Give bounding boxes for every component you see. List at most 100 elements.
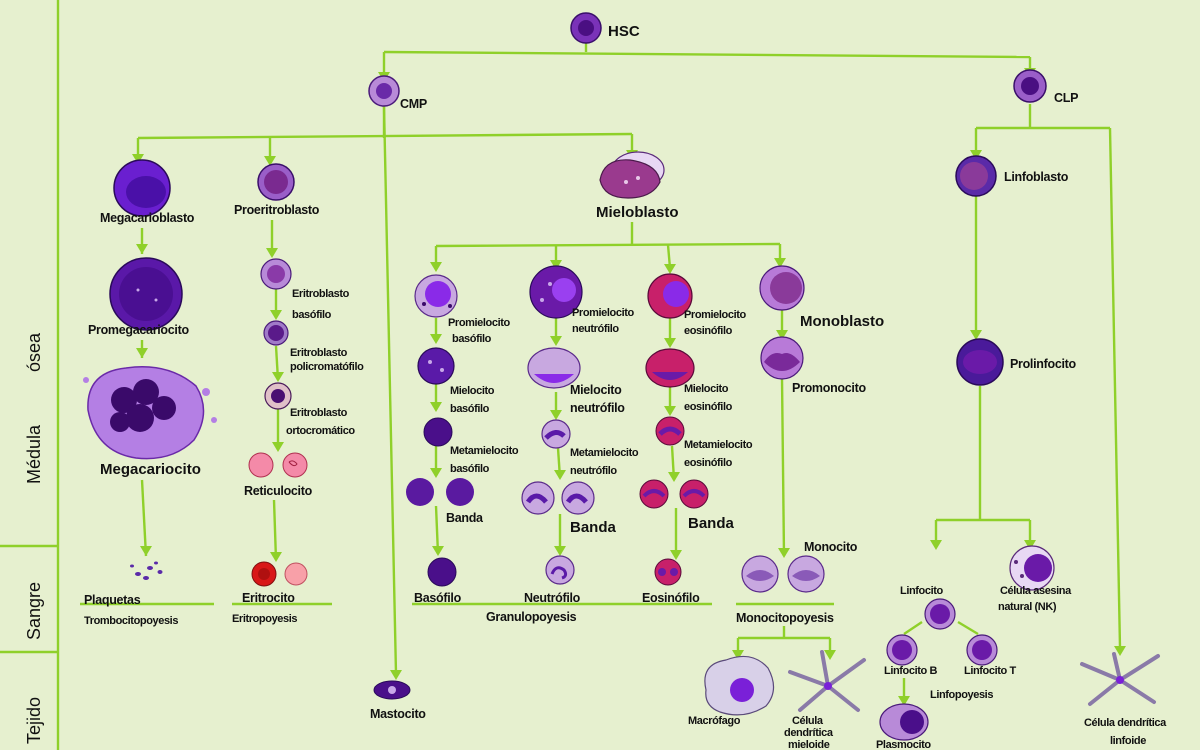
label-promielocito-eosinofilo-1: Promielocito bbox=[684, 309, 747, 321]
label-dendritica-linfoide-2: linfoide bbox=[1110, 735, 1146, 747]
label-prolinfocito: Prolinfocito bbox=[1010, 357, 1077, 371]
arrowhead bbox=[272, 442, 284, 452]
label-eritroblasto-ortocromatico-1: Eritroblasto bbox=[290, 407, 348, 419]
label-eritrocito: Eritrocito bbox=[242, 591, 295, 605]
label-neutrofilo: Neutrófilo bbox=[524, 591, 581, 605]
label-promonocito: Promonocito bbox=[792, 381, 866, 395]
arrowhead bbox=[774, 258, 786, 268]
cell-monoblasto bbox=[759, 265, 805, 311]
cell-nk bbox=[1009, 545, 1055, 591]
cell-promegacariocito bbox=[109, 257, 183, 331]
arrowhead bbox=[898, 696, 910, 706]
label-granulopoyesis: Granulopoyesis bbox=[486, 610, 577, 624]
label-mielocito-neutrofilo-2: neutrófilo bbox=[570, 401, 625, 415]
label-linfoblasto: Linfoblasto bbox=[1004, 170, 1069, 184]
cell-clp bbox=[1013, 69, 1047, 103]
arrowhead bbox=[432, 546, 444, 556]
cell-plasmocito bbox=[879, 703, 929, 741]
label-eritroblasto-ortocromatico-2: ortocromático bbox=[286, 425, 355, 437]
label-metamielocito-eosinofilo-2: eosinófilo bbox=[684, 457, 733, 469]
label-promielocito-basofilo-2: basófilo bbox=[452, 333, 492, 345]
label-promielocito-eosinofilo-2: eosinófilo bbox=[684, 325, 733, 337]
label-linfocito-t: Linfocito T bbox=[964, 665, 1016, 677]
arrowhead bbox=[132, 154, 144, 164]
cell-promielocito-basofilo bbox=[414, 274, 458, 318]
arrowhead bbox=[664, 338, 676, 348]
cell-linfocito-t bbox=[966, 634, 998, 666]
label-mielocito-basofilo-2: basófilo bbox=[450, 403, 490, 415]
cell-banda-basofilo bbox=[406, 478, 474, 506]
label-metamielocito-neutrofilo-2: neutrófilo bbox=[570, 465, 617, 477]
arrowhead bbox=[136, 244, 148, 254]
cell-basofilo bbox=[427, 557, 457, 587]
label-nk-2: natural (NK) bbox=[998, 601, 1057, 613]
label-macrofago: Macrófago bbox=[688, 715, 741, 727]
label-monocitopoyesis: Monocitopoyesis bbox=[736, 611, 834, 625]
arrowhead bbox=[732, 650, 744, 660]
label-nk-1: Célula asesina bbox=[1000, 585, 1072, 597]
cell-metamielocito-neutrofilo bbox=[541, 419, 571, 449]
cell-monocito bbox=[741, 555, 825, 593]
zone-label-tejido: Tejido bbox=[24, 697, 44, 744]
arrowhead bbox=[430, 262, 442, 272]
arrowhead bbox=[430, 334, 442, 344]
cell-banda-eosinofilo bbox=[639, 479, 709, 509]
label-mielocito-eosinofilo-2: eosinófilo bbox=[684, 401, 733, 413]
label-banda-neutrofilo: Banda bbox=[570, 519, 617, 536]
label-mielocito-basofilo-1: Mielocito bbox=[450, 385, 495, 397]
arrowhead bbox=[970, 150, 982, 160]
label-mastocito: Mastocito bbox=[370, 707, 426, 721]
cell-dendritica-linfoide bbox=[1080, 652, 1160, 706]
label-promegacariocito: Promegacariocito bbox=[88, 323, 189, 337]
arrowhead bbox=[550, 410, 562, 420]
label-trombocitopoyesis: Trombocitopoyesis bbox=[84, 615, 178, 627]
arrowhead bbox=[970, 330, 982, 340]
cell-linfoblasto bbox=[955, 155, 997, 197]
label-eosinofilo: Eosinófilo bbox=[642, 591, 700, 605]
cell-metamielocito-eosinofilo bbox=[655, 416, 685, 446]
arrowhead bbox=[390, 670, 402, 680]
arrowhead bbox=[824, 650, 836, 660]
label-mielocito-eosinofilo-1: Mielocito bbox=[684, 383, 729, 395]
cell-mastocito bbox=[373, 680, 411, 700]
label-linfocito-b: Linfocito B bbox=[884, 665, 937, 677]
label-promielocito-neutrofilo-1: Promielocito bbox=[572, 307, 635, 319]
cell-mielocito-basofilo bbox=[417, 347, 455, 385]
arrowhead bbox=[430, 468, 442, 478]
zone-label-sangre: Sangre bbox=[24, 582, 44, 640]
arrowhead bbox=[776, 330, 788, 340]
cell-metamielocito-basofilo bbox=[423, 417, 453, 447]
arrowhead bbox=[264, 156, 276, 166]
label-promielocito-basofilo-1: Promielocito bbox=[448, 317, 511, 329]
label-mieloblasto: Mieloblasto bbox=[596, 204, 679, 221]
arrowhead bbox=[430, 402, 442, 412]
cell-promielocito-eosinofilo bbox=[647, 273, 693, 319]
label-eritropoyesis: Eritropoyesis bbox=[232, 613, 297, 625]
label-metamielocito-eosinofilo-1: Metamielocito bbox=[684, 439, 753, 451]
cell-megacarioblasto bbox=[113, 159, 171, 217]
arrowhead bbox=[554, 546, 566, 556]
label-dendritica-mieloide-2: dendrítica bbox=[784, 727, 834, 739]
arrowhead bbox=[554, 470, 566, 480]
label-plaquetas: Plaquetas bbox=[84, 593, 141, 607]
arrowhead bbox=[664, 264, 676, 274]
arrowhead bbox=[668, 472, 680, 482]
arrowhead bbox=[140, 546, 152, 556]
arrowhead bbox=[664, 406, 676, 416]
cell-reticulocito bbox=[248, 452, 308, 478]
cell-mielocito-neutrofilo bbox=[527, 347, 581, 389]
label-linfopoyesis: Linfopoyesis bbox=[930, 689, 993, 701]
cell-mielocito-eosinofilo bbox=[645, 348, 695, 388]
label-reticulocito: Reticulocito bbox=[244, 484, 313, 498]
arrowheads bbox=[132, 68, 1126, 706]
label-dendritica-mieloide-1: Célula bbox=[792, 715, 824, 727]
cell-megacariocito bbox=[83, 366, 217, 460]
label-monoblasto: Monoblasto bbox=[800, 313, 884, 330]
cell-cmp bbox=[368, 75, 400, 107]
cell-banda-neutrofilo bbox=[521, 481, 595, 515]
arrowhead bbox=[930, 540, 942, 550]
cell-labels: HSC CMP CLP Megacarioblasto Proeritrobla… bbox=[84, 23, 1168, 750]
label-eritroblasto-basofilo-2: basófilo bbox=[292, 309, 332, 321]
label-cmp: CMP bbox=[400, 97, 427, 111]
cell-dendritica-mieloide bbox=[788, 650, 866, 712]
